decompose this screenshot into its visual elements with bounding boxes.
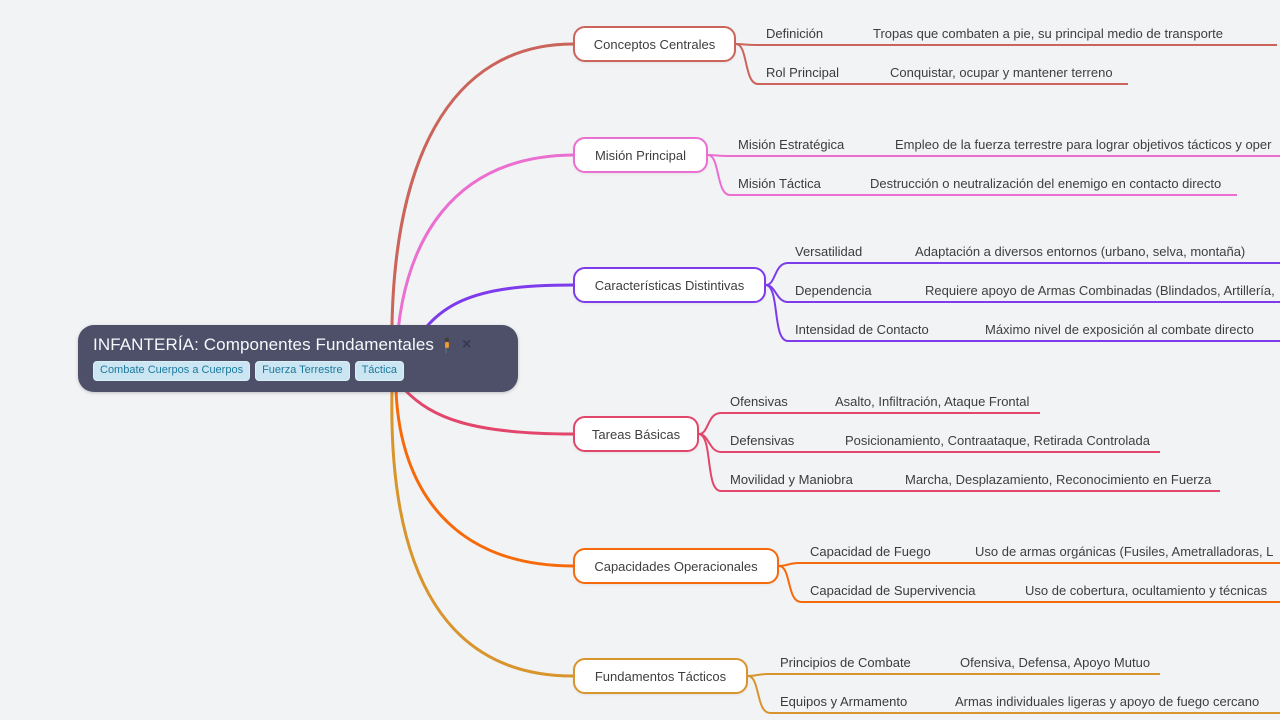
branch-curve-mision-principal	[394, 153, 574, 361]
node-value[interactable]: Tropas que combaten a pie, su principal …	[873, 26, 1223, 41]
node-value[interactable]: Requiere apoyo de Armas Combinadas (Blin…	[925, 283, 1275, 298]
root-tags: Combate Cuerpos a Cuerpos Fuerza Terrest…	[93, 361, 504, 381]
node-key[interactable]: Versatilidad	[795, 244, 863, 259]
node-value[interactable]: Posicionamiento, Contraataque, Retirada …	[845, 433, 1150, 448]
row-underline	[747, 675, 1280, 714]
branch-curve-conceptos-centrales	[390, 42, 574, 361]
node-fundamentos-tacticos[interactable]: Fundamentos Tácticos	[573, 658, 748, 694]
row-underline	[747, 673, 1160, 677]
node-mision-principal[interactable]: Misión Principal	[573, 137, 708, 173]
row-underline	[765, 284, 1280, 342]
node-key[interactable]: Definición	[766, 26, 824, 41]
node-label: Tareas Básicas	[591, 426, 681, 442]
node-value[interactable]: Uso de cobertura, ocultamiento y técnica…	[1025, 583, 1268, 598]
node-key[interactable]: Misión Estratégica	[738, 137, 845, 152]
branch-curve-tareas-basicas	[403, 388, 574, 436]
person-standing-emoji-icon	[441, 337, 453, 354]
node-key[interactable]: Defensivas	[730, 433, 795, 448]
node-caracteristicas-distintivas[interactable]: Características Distintivas	[573, 267, 766, 303]
node-tareas-basicas[interactable]: Tareas Básicas	[573, 416, 699, 452]
row-underline	[778, 562, 1280, 567]
node-key[interactable]: Movilidad y Maniobra	[730, 472, 853, 487]
row-underline	[698, 433, 1220, 492]
row-underline	[735, 43, 1128, 85]
node-label: Fundamentos Tácticos	[594, 668, 727, 684]
node-label: Capacidades Operacionales	[594, 558, 758, 574]
node-value[interactable]: Máximo nivel de exposición al combate di…	[985, 322, 1254, 337]
row-underline	[735, 43, 1277, 46]
root-node[interactable]: INFANTERÍA: Componentes Fundamentales × …	[78, 325, 518, 392]
branch-curve-fundamentos-tacticos	[390, 389, 574, 678]
node-value[interactable]: Armas individuales ligeras y apoyo de fu…	[955, 694, 1260, 709]
node-key[interactable]: Capacidad de Fuego	[810, 544, 931, 559]
row-underline	[778, 565, 1280, 603]
node-key[interactable]: Ofensivas	[730, 394, 788, 409]
node-value[interactable]: Destrucción o neutralización del enemigo…	[870, 176, 1222, 191]
node-key[interactable]: Dependencia	[795, 283, 872, 298]
branch-curve-capacidades-operacionales	[394, 389, 574, 568]
node-key[interactable]: Principios de Combate	[780, 655, 911, 670]
node-value[interactable]: Marcha, Desplazamiento, Reconocimiento e…	[905, 472, 1212, 487]
node-label: Conceptos Centrales	[593, 36, 716, 52]
row-underline	[707, 154, 1237, 196]
node-label: Características Distintivas	[594, 277, 745, 293]
node-value[interactable]: Adaptación a diversos entornos (urbano, …	[915, 244, 1246, 259]
node-value[interactable]: Empleo de la fuerza terrestre para logra…	[895, 137, 1272, 152]
node-capacidades-operacionales[interactable]: Capacidades Operacionales	[573, 548, 779, 584]
row-underline	[707, 154, 1280, 157]
node-key[interactable]: Intensidad de Contacto	[795, 322, 929, 337]
node-value[interactable]: Ofensiva, Defensa, Apoyo Mutuo	[960, 655, 1151, 670]
node-key[interactable]: Misión Táctica	[738, 176, 821, 191]
node-value[interactable]: Uso de armas orgánicas (Fusiles, Ametral…	[975, 544, 1274, 559]
node-value[interactable]: Asalto, Infiltración, Ataque Frontal	[835, 394, 1030, 409]
tag-tactica[interactable]: Táctica	[354, 361, 405, 381]
node-key[interactable]: Capacidad de Supervivencia	[810, 583, 976, 598]
row-underline	[765, 262, 1280, 286]
node-label: Misión Principal	[594, 147, 687, 163]
node-conceptos-centrales[interactable]: Conceptos Centrales	[573, 26, 736, 62]
root-title: INFANTERÍA: Componentes Fundamentales	[93, 335, 435, 354]
node-key[interactable]: Equipos y Armamento	[780, 694, 908, 709]
node-value[interactable]: Conquistar, ocupar y mantener terreno	[890, 65, 1113, 80]
tag-combate-cuerpos[interactable]: Combate Cuerpos a Cuerpos	[93, 361, 251, 381]
close-icon[interactable]: ×	[462, 336, 472, 353]
tag-fuerza-terrestre[interactable]: Fuerza Terrestre	[255, 361, 350, 381]
node-key[interactable]: Rol Principal	[766, 65, 839, 80]
row-underline	[698, 412, 1040, 435]
